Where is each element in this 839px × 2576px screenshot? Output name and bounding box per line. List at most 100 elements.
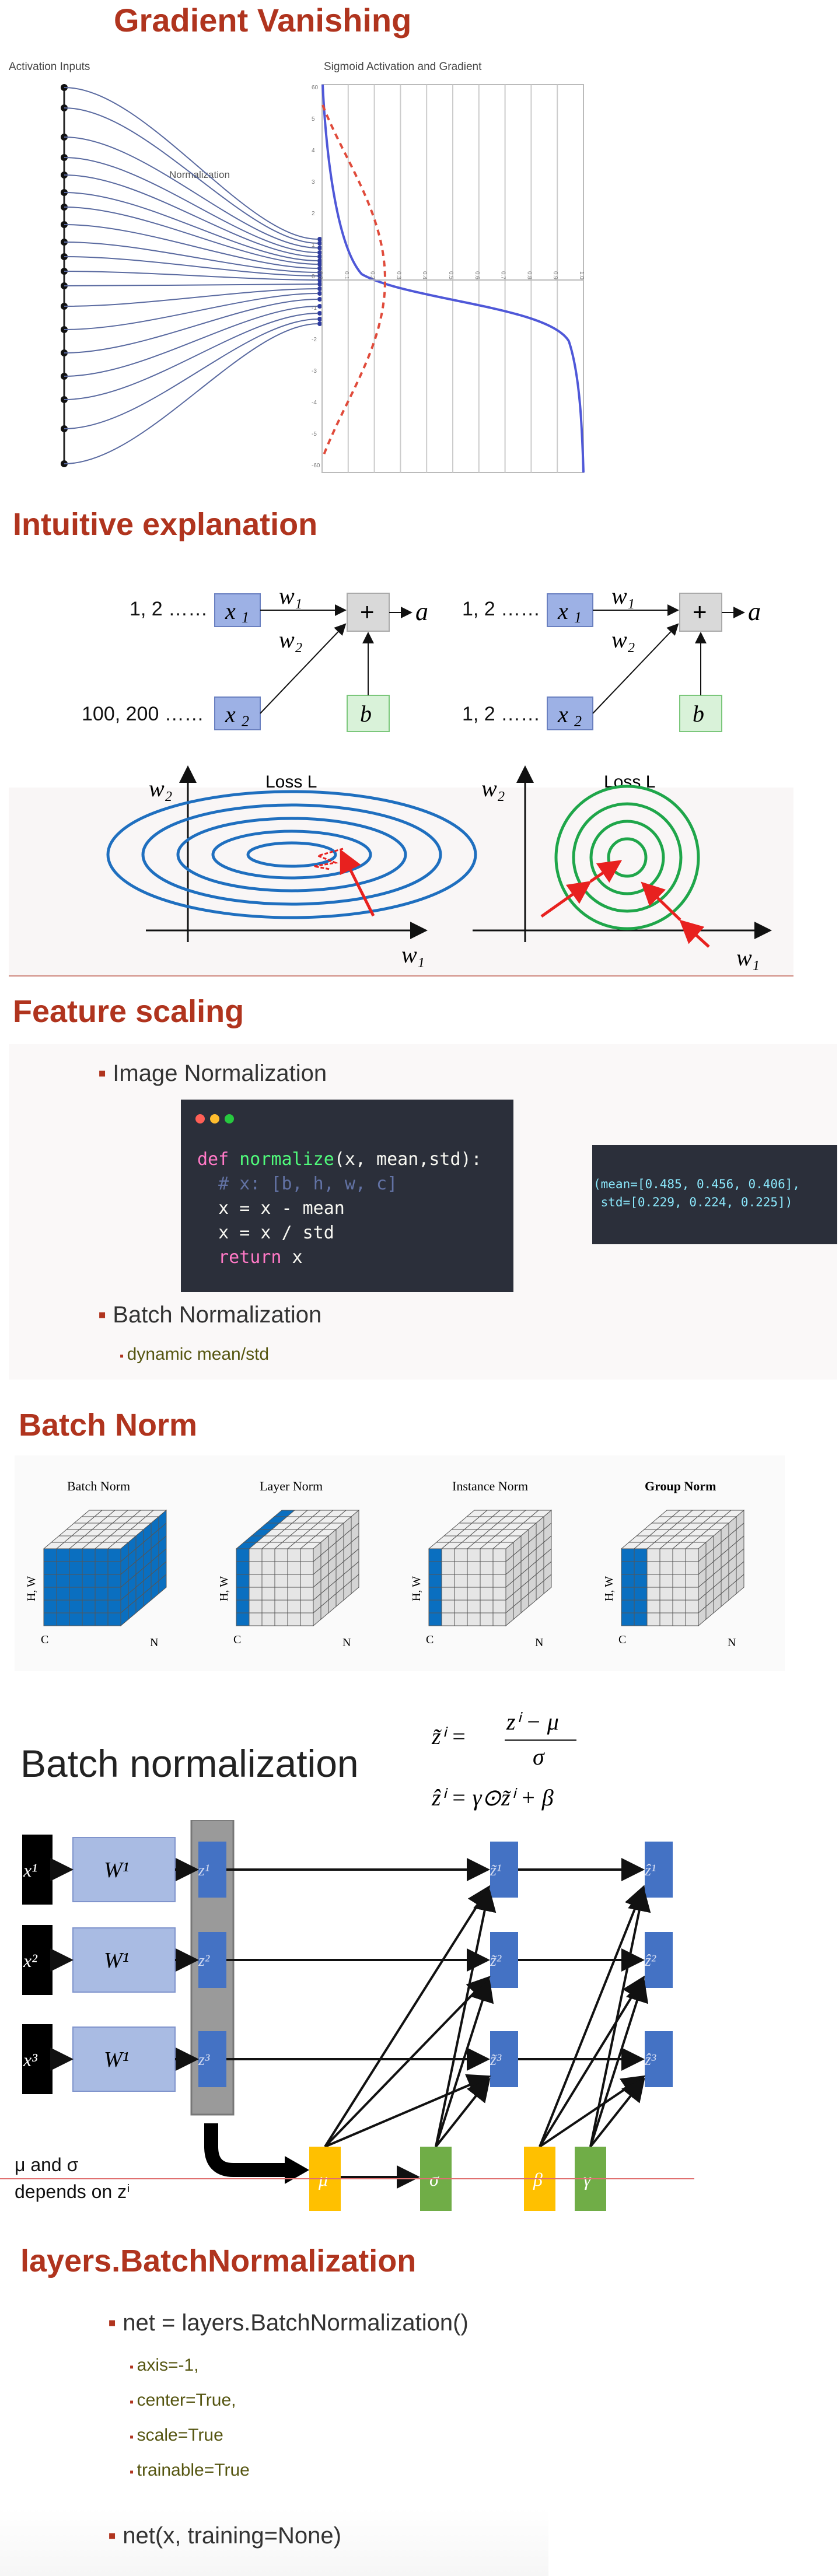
x-input-box <box>22 2024 53 2094</box>
axis-n-label: N <box>535 1636 543 1649</box>
mean-line: (mean=[0.485, 0.456, 0.406], <box>593 1177 800 1191</box>
w-label: W¹ <box>104 1858 129 1882</box>
z-hat-label: ẑ² <box>644 1952 656 1970</box>
x-tick-label: 0.6 <box>474 271 480 279</box>
normalization-curve <box>64 288 319 307</box>
x-tick-label: 1.0 <box>578 271 585 279</box>
edge <box>435 1978 494 2147</box>
z-hat-label: ẑ¹ <box>644 1861 656 1880</box>
svg-text:+: + <box>360 598 375 625</box>
x-tick-label: 0.8 <box>526 271 532 279</box>
svg-text:w: w <box>736 944 752 971</box>
maximize-dot-icon <box>225 1114 234 1124</box>
w-label: W¹ <box>104 2048 129 2072</box>
y-tick-label: 5 <box>312 116 315 123</box>
svg-text:w: w <box>279 583 295 609</box>
section-title-batch-normalization: Batch normalization <box>20 1742 359 1785</box>
normalized-point <box>317 270 322 275</box>
normalized-point <box>317 297 322 302</box>
code-line-2: # x: [b, h, w, c] <box>197 1174 398 1194</box>
x-tick-label: 0.9 <box>552 271 558 279</box>
y-tick-label: 60 <box>312 85 319 91</box>
bullet-batch-normalization: ▪ Batch Normalization <box>98 1302 322 1328</box>
axis-hw-label: H, W <box>25 1576 38 1601</box>
svg-text:b: b <box>693 701 704 727</box>
y-tick-label: -60 <box>312 463 320 469</box>
svg-text:w: w <box>481 775 497 802</box>
normalization-curve <box>64 313 319 400</box>
sub-axis: ▪ axis=-1, <box>130 2356 199 2375</box>
axis-c-label: C <box>233 1633 241 1646</box>
x-input-box <box>22 1925 53 1995</box>
right-input1-text: 1, 2 …… <box>462 598 540 620</box>
y-tick-label: 1 <box>312 242 315 249</box>
edge <box>435 2077 491 2148</box>
normalization-curve <box>64 136 319 249</box>
bullet-image-normalization: ▪ Image Normalization <box>98 1060 327 1086</box>
bn-equations: z̃ⁱ = zⁱ − μ σ ẑⁱ = γ⊙z̃ⁱ + β <box>431 1709 576 1811</box>
normalized-point <box>317 317 322 321</box>
svg-text:2: 2 <box>295 640 302 656</box>
svg-text:x: x <box>557 598 568 624</box>
section-title-layers-bn: layers.BatchNormalization <box>20 2244 417 2278</box>
svg-text:z̃ⁱ =: z̃ⁱ = <box>431 1723 467 1749</box>
normalized-point <box>317 246 322 250</box>
svg-text:b: b <box>360 701 372 727</box>
normalization-curve <box>64 206 319 265</box>
edge <box>589 2077 645 2148</box>
svg-text:1: 1 <box>418 956 425 971</box>
normalization-curve <box>64 224 319 269</box>
normalized-point <box>317 282 322 286</box>
y-tick-label: -4 <box>312 400 317 406</box>
z-label: z¹ <box>198 1861 209 1880</box>
mean-std-code: (mean=[0.485, 0.456, 0.406], std=[0.229,… <box>592 1145 837 1244</box>
left-input1-text: 1, 2 …… <box>130 598 208 620</box>
x-tick-label: 0.3 <box>395 271 401 279</box>
normalized-point <box>317 311 322 316</box>
section-title-gradient-vanishing: Gradient Vanishing <box>114 2 412 38</box>
normalization-curve <box>64 87 319 240</box>
x-tick-label: 0.0 <box>317 271 323 279</box>
normalization-curve <box>64 284 319 286</box>
normalization-curve <box>64 192 319 261</box>
svg-text:1: 1 <box>242 609 249 626</box>
normalized-point <box>317 258 322 263</box>
left-input2-text: 100, 200 …… <box>82 703 204 725</box>
x-tick-label: 0.2 <box>369 271 376 279</box>
normalized-point <box>317 291 322 296</box>
y-tick-label: 2 <box>312 211 315 217</box>
edge <box>539 1975 645 2148</box>
axis-c-label: C <box>426 1633 434 1646</box>
z-tilde-node <box>490 2031 518 2087</box>
std-line: std=[0.229, 0.224, 0.225]) <box>593 1195 793 1209</box>
normalized-point <box>317 237 322 242</box>
cube-title: Layer Norm <box>260 1479 323 1493</box>
normalization-curve <box>64 256 319 276</box>
svg-text:2: 2 <box>628 640 635 656</box>
x-input-box <box>22 1835 53 1905</box>
bullet-net-constructor: ▪ net = layers.BatchNormalization() <box>108 2310 469 2336</box>
right-loss-plot: w 2 w 1 Loss L <box>473 765 772 974</box>
edge <box>539 1885 647 2147</box>
y-tick-label: -5 <box>312 431 317 438</box>
normalized-point <box>317 266 322 271</box>
cube-title: Group Norm <box>645 1479 716 1493</box>
y-tick-label: 3 <box>312 179 315 186</box>
normalized-point <box>317 321 322 326</box>
normalization-curve <box>64 318 319 429</box>
normalized-point <box>317 274 322 278</box>
svg-text:ẑⁱ = γ⊙z̃ⁱ + β: ẑⁱ = γ⊙z̃ⁱ + β <box>431 1784 554 1811</box>
svg-text:σ: σ <box>533 1744 545 1770</box>
x-tick-label: 0.4 <box>421 271 428 279</box>
normalization-curve <box>64 293 319 330</box>
intuitive-figure: 1, 2 …… 100, 200 …… x 1 x 2 + b a w 1 w … <box>9 583 793 977</box>
axis-n-label: N <box>728 1636 736 1649</box>
gradient-vanishing-figure: Activation Inputs Sigmoid Activation and… <box>0 50 607 487</box>
z-hat-node <box>645 1932 673 1988</box>
normalization-curve <box>64 323 319 464</box>
normalization-curve <box>64 157 319 253</box>
svg-text:w: w <box>401 942 417 968</box>
